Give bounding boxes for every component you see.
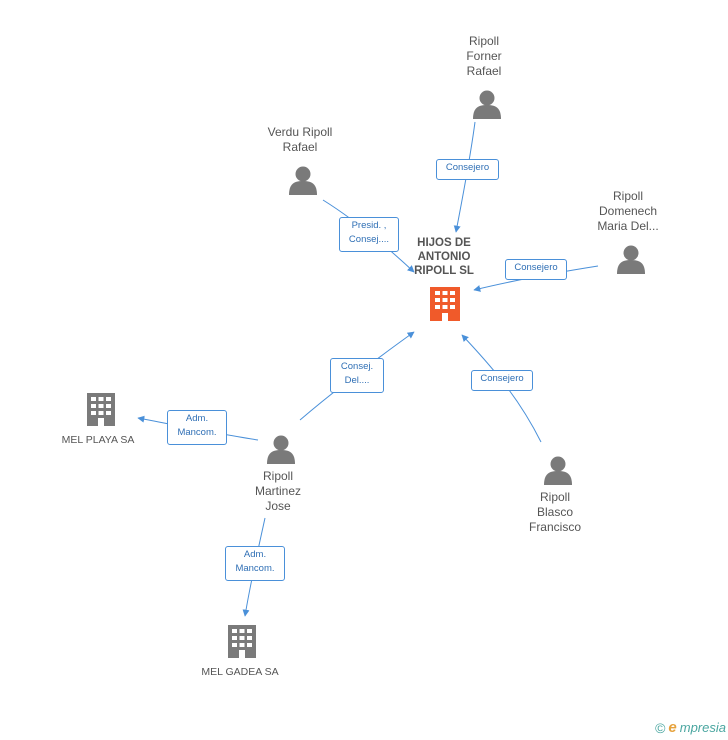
copyright-icon: © [655,719,666,736]
company-building-icon[interactable] [87,393,115,426]
company-label-melplaya[interactable]: MEL PLAYA SA [61,434,135,446]
person-label-blasco[interactable]: Ripoll Blasco Francisco [528,490,581,534]
person-label-verdu[interactable]: Verdu Ripoll Rafael [267,125,333,154]
person-icon[interactable] [267,435,295,465]
edge-label-melgadea: Adm. Mancom. [225,546,285,581]
brand-name: mpresia [679,720,726,735]
main-company-building-icon[interactable] [430,287,460,321]
company-building-icon[interactable] [228,625,256,658]
person-label-forner[interactable]: Ripoll Forner Rafael [466,34,502,78]
main-company-label[interactable]: HIJOS DE ANTONIO RIPOLL SL [414,237,474,277]
edge-label-forner: Consejero [436,159,499,180]
edge-label-domenech: Consejero [505,259,567,280]
brand-initial: e [668,719,677,736]
person-icon[interactable] [544,456,572,486]
person-label-domenech[interactable]: Ripoll Domenech Maria Del... [597,189,659,233]
edge-label-martinez: Consej. Del.... [330,358,384,393]
edge-label-verdu: Presid. , Consej.... [339,217,399,252]
person-icon[interactable] [473,90,501,120]
edge-label-blasco: Consejero [471,370,533,391]
edge-label-melplaya: Adm. Mancom. [167,410,227,445]
person-icon[interactable] [617,245,645,275]
person-label-martinez[interactable]: Ripoll Martinez Jose [254,469,301,513]
person-icon[interactable] [289,166,317,196]
company-label-melgadea[interactable]: MEL GADEA SA [201,666,279,678]
